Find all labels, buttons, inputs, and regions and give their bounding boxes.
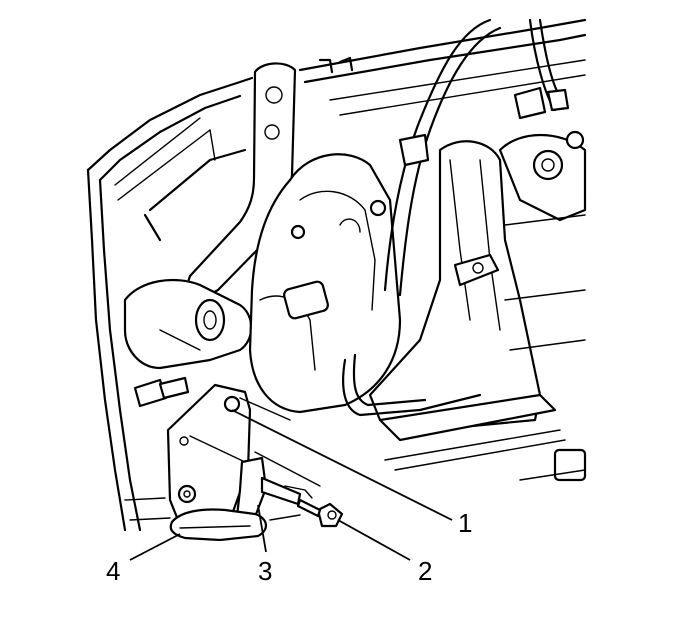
mounting-bracket [166,383,321,522]
control-arm-bracket [123,278,253,370]
callout-label-4: 4 [106,556,120,586]
leader-line-2 [337,519,411,561]
lower-shield [169,508,267,542]
leader-line-3 [257,504,267,553]
cowl-panel [298,18,587,116]
callout-label-2: 2 [418,556,432,586]
leader-line-4 [129,533,181,561]
leader-line-1 [231,409,453,521]
upper-bolt [133,376,190,408]
drive-shaft-housing [368,140,566,471]
wiring-harness [342,18,570,417]
lower-structure [124,497,301,521]
differential-housing [248,153,402,414]
fastener-bolt [296,498,344,528]
callout-label-3: 3 [258,556,272,586]
leader-lines [129,409,453,561]
engine-components [498,130,587,482]
frame-rail [86,76,254,532]
callout-label-1: 1 [458,508,472,538]
